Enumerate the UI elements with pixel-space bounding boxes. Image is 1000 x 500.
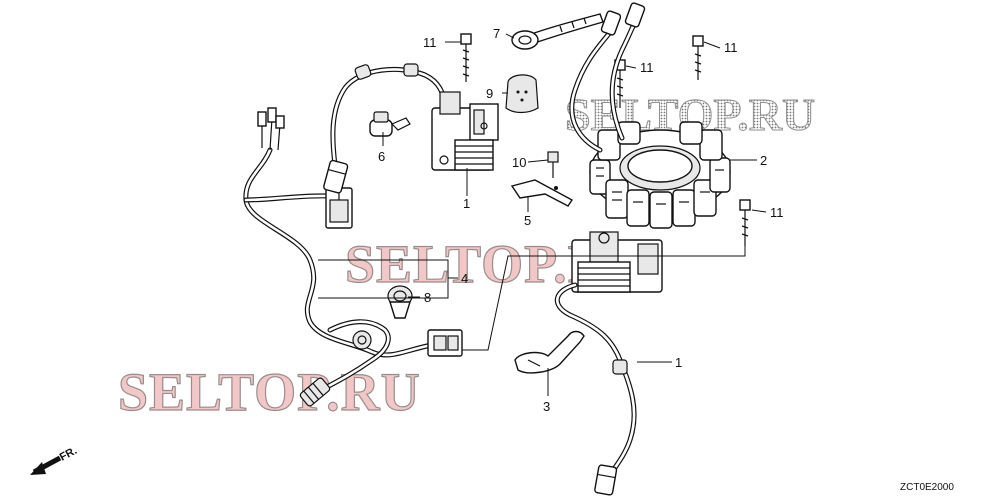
band-part-7 <box>511 13 604 50</box>
callout-10: 10 <box>512 155 526 170</box>
callout-8: 8 <box>424 290 431 305</box>
harness-connector-upper <box>325 187 353 229</box>
callout-11-stator-right: 11 <box>724 40 738 55</box>
callout-4: 4 <box>461 271 468 286</box>
callout-1-lower: 1 <box>675 355 682 370</box>
ignition-coil-lower <box>555 231 663 496</box>
bolt-part-10 <box>547 151 559 190</box>
front-arrow-icon <box>30 455 62 475</box>
watermark-bottom: SELTOP.RU <box>118 362 421 422</box>
callout-11-lower: 11 <box>770 205 784 220</box>
front-direction-indicator: FR. <box>30 445 79 475</box>
callouts: 11 7 9 6 1 11 11 2 10 5 11 4 8 1 3 <box>378 26 784 414</box>
harness-connector-lower <box>427 329 463 357</box>
callout-6: 6 <box>378 149 385 164</box>
ignition-coil-upper <box>323 63 499 194</box>
cap-part-9 <box>505 74 539 114</box>
grommet-part-8 <box>387 285 413 319</box>
bolt-11-top-left <box>460 33 472 82</box>
clip-part-6 <box>369 111 411 137</box>
callout-11-stator-left: 11 <box>640 60 654 75</box>
callout-3: 2 <box>760 153 767 168</box>
bracket-part-5 <box>510 179 574 207</box>
diagram-code: ZCT0E2000 <box>900 482 954 493</box>
callout-1-upper: 1 <box>463 196 470 211</box>
callout-2: 3 <box>543 399 550 414</box>
wire-harness <box>243 107 463 407</box>
stator <box>569 2 731 229</box>
clamp-part-2 <box>514 330 585 374</box>
callout-9: 9 <box>486 86 493 101</box>
front-label: FR. <box>58 445 79 464</box>
callout-5: 5 <box>524 213 531 228</box>
leader-lines <box>318 33 767 396</box>
callout-11-top: 11 <box>423 35 437 50</box>
bolt-11-lower <box>739 199 751 246</box>
callout-7: 7 <box>493 26 500 41</box>
bolt-11-stator-right <box>692 35 704 80</box>
